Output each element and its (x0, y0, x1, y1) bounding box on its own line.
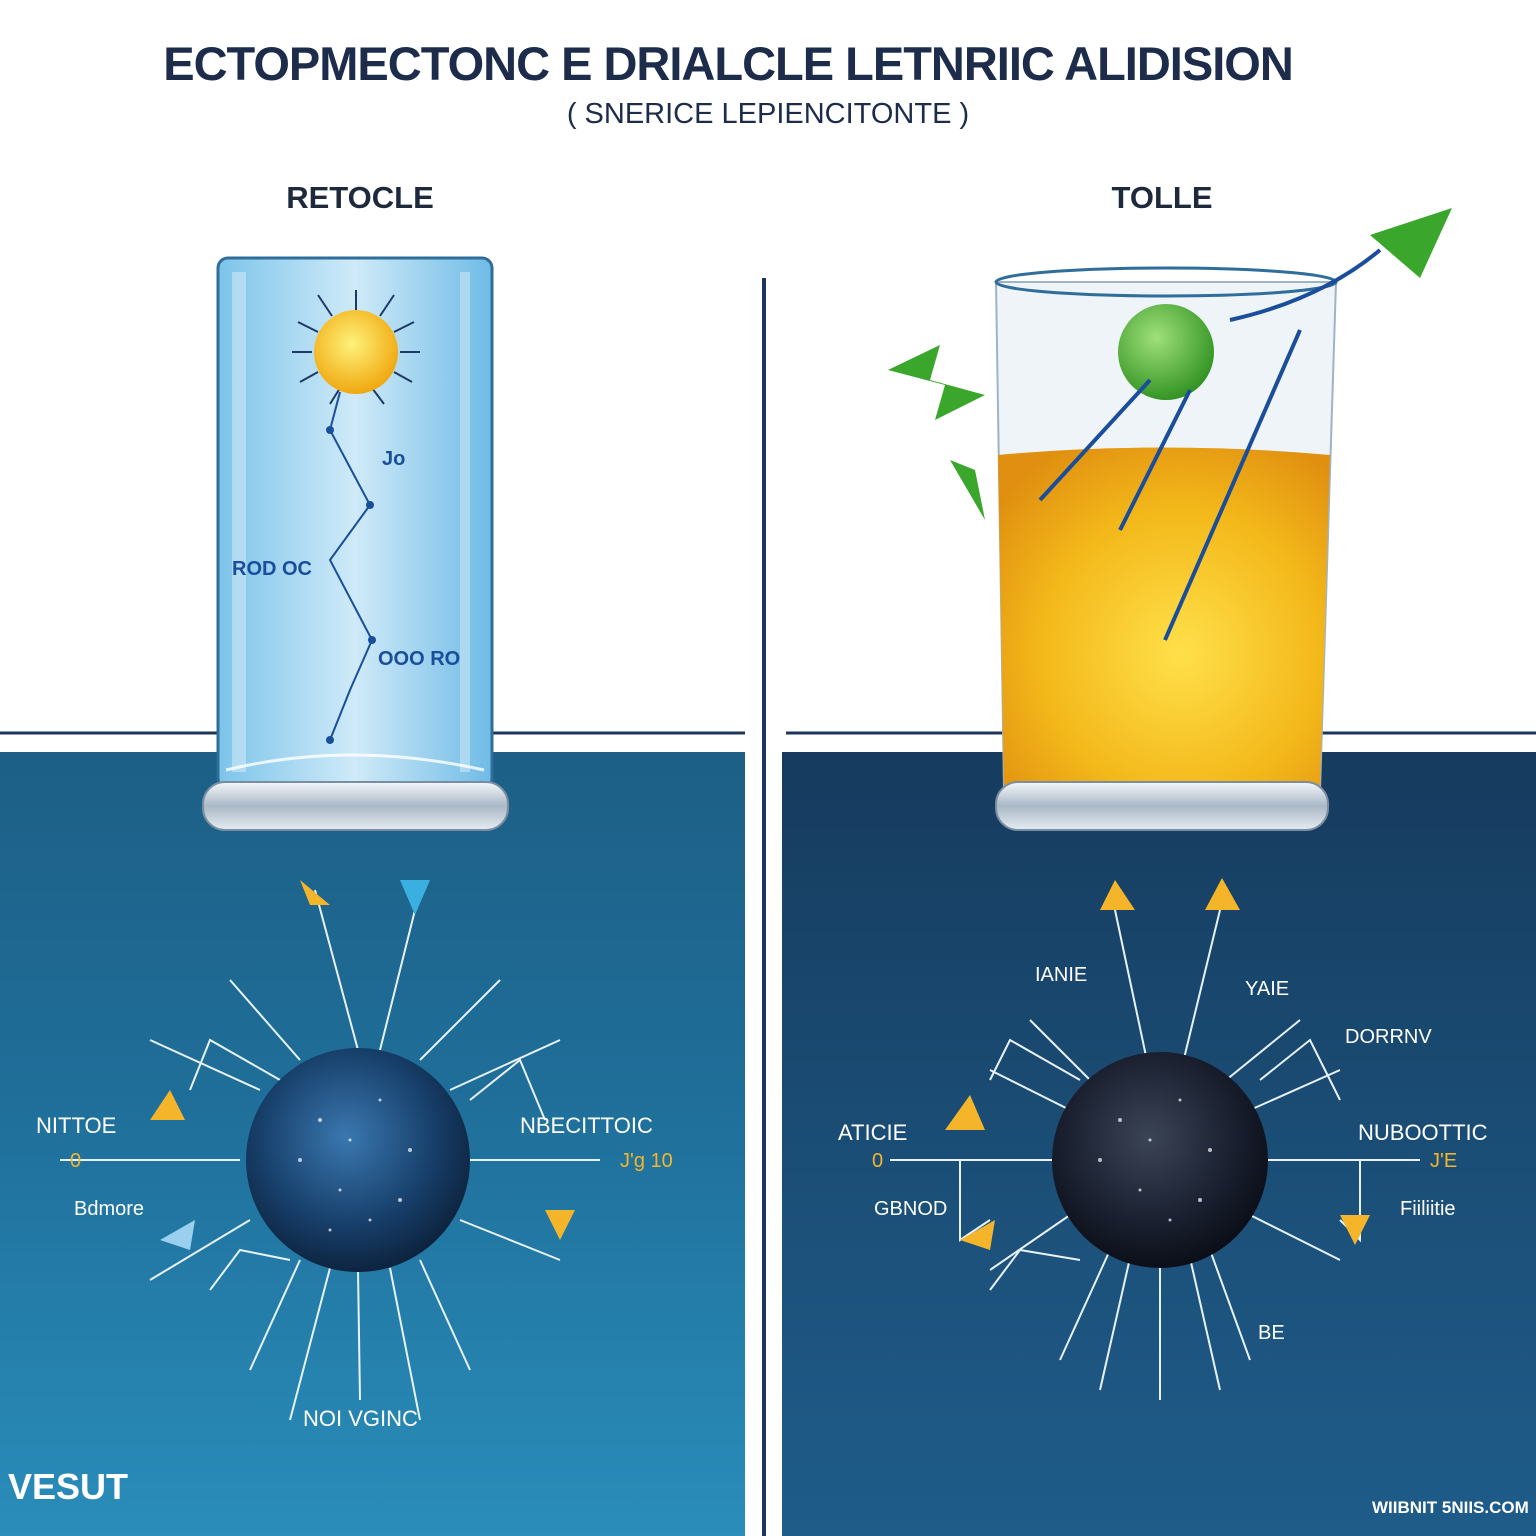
green-bolt-icon (888, 345, 985, 420)
right-label-dorrnv: DORRNV (1345, 1026, 1432, 1048)
right-sphere-rays (890, 909, 1420, 1400)
page-subtitle: ( SNERICE LEPIENCITONTE ) (566, 98, 970, 130)
juice-glass (994, 266, 1338, 831)
right-label-right-value: J'E (1430, 1150, 1458, 1172)
right-label-value: 0 (872, 1150, 884, 1172)
water-glass (202, 256, 509, 831)
green-arrow-icon (1370, 208, 1452, 278)
left-column-heading: RETOCLE (286, 180, 434, 215)
right-label-aticie: ATICIE (838, 1120, 908, 1145)
right-label-ianie: IANIE (1035, 964, 1088, 986)
glass-label-ooo-ro: OOO RO (378, 648, 461, 670)
right-label-nuboottic: NUBOOTTIC (1358, 1120, 1488, 1145)
left-sphere-markers (150, 880, 575, 1250)
left-label-bdmore: Bdmore (74, 1198, 145, 1220)
right-column-heading: TOLLE (1111, 180, 1213, 215)
right-label-fiiliitie: Fiiliitie (1400, 1198, 1456, 1220)
right-sphere-markers (945, 878, 1370, 1250)
glass-label-rod-oc: ROD OC (232, 558, 312, 580)
right-sphere (1052, 1052, 1268, 1268)
green-wedge-icon (950, 460, 985, 520)
right-footer-credit: WIIBNIT 5NIIS.COM (1372, 1498, 1529, 1517)
left-sphere-rays (60, 889, 600, 1421)
left-sphere (246, 1048, 470, 1272)
sun-icon (292, 290, 420, 405)
left-label-value: 0 (70, 1150, 82, 1172)
right-label-be: BE (1258, 1322, 1285, 1344)
right-label-gbnod: GBNOD (874, 1198, 948, 1220)
left-label-right-value: J'g 10 (620, 1150, 673, 1172)
left-label-noi-vginc: NOI VGINC (303, 1406, 418, 1431)
page-title: ECTOPMECTONC E DRIALCLE LETNRIIC ALIDISI… (163, 37, 1294, 90)
left-label-nbecittoic: NBECITTOIC (520, 1113, 653, 1138)
glass-label-jo: Jo (382, 448, 406, 470)
right-label-yaie: YAIE (1245, 978, 1290, 1000)
green-particle (1118, 304, 1214, 400)
left-label-nittoe: NITTOE (36, 1113, 117, 1138)
left-corner-logo: VESUT (8, 1466, 129, 1507)
